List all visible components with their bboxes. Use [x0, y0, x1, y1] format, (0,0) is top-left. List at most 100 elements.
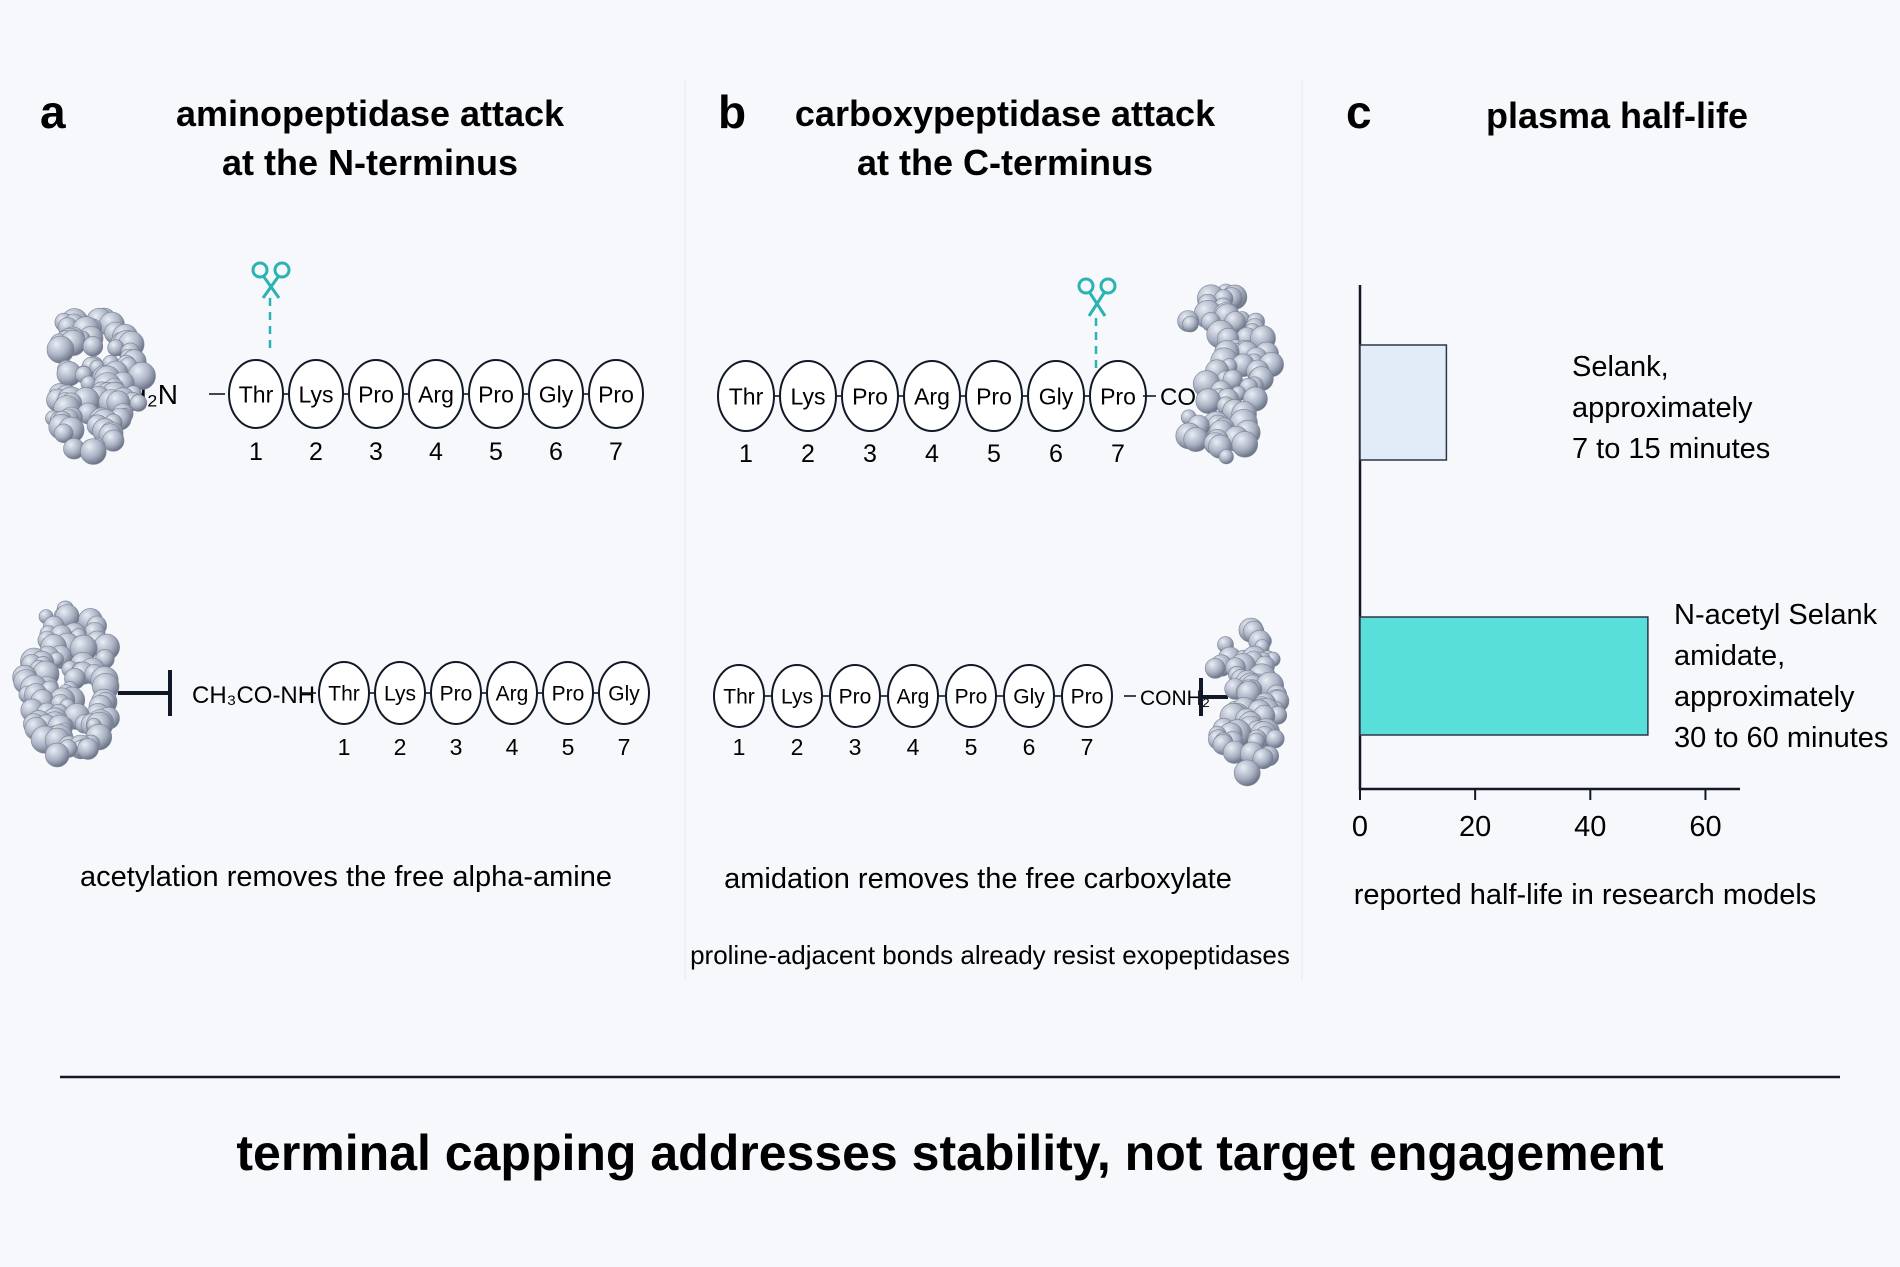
- residue-label: Gly: [539, 381, 574, 407]
- inhibition-bar-icon: [1199, 678, 1228, 716]
- bar: [1359, 344, 1448, 461]
- residue-label: Gly: [1039, 383, 1074, 409]
- residue-number: 7: [609, 438, 623, 466]
- panel-c-title: plasma half-life: [1486, 95, 1748, 136]
- residue-circle: [588, 359, 644, 429]
- residue-number: 3: [369, 438, 383, 466]
- x-tick-label: 20: [1459, 811, 1491, 843]
- acetyl-cap: CH₃CO-NH: [192, 682, 315, 709]
- panel-a-caption: acetylation removes the free alpha-amine: [80, 861, 612, 893]
- residue-label: Thr: [239, 381, 274, 407]
- residue-number: 5: [489, 438, 503, 466]
- bar-label: 7 to 15 minutes: [1572, 433, 1770, 465]
- bar-label: 30 to 60 minutes: [1674, 722, 1888, 754]
- residue-number: 4: [907, 734, 920, 760]
- panel-b-title-line2: at the C-terminus: [857, 142, 1153, 183]
- bar-label: N-acetyl Selank: [1674, 599, 1878, 631]
- residue-circle: [1061, 664, 1113, 728]
- residue-label: Pro: [1071, 686, 1104, 709]
- residue-circle: [598, 661, 650, 725]
- residue-number: 6: [1049, 440, 1063, 468]
- panel-b-title-line1: carboxypeptidase attack: [795, 93, 1216, 134]
- residue-label: Pro: [852, 383, 888, 409]
- residue-number: 4: [429, 438, 443, 466]
- enzyme-blob-icon: [45, 307, 156, 465]
- enzyme-blob-icon: [1204, 617, 1290, 787]
- enzyme-blob-icon: [12, 600, 120, 768]
- residue-label: Thr: [729, 383, 764, 409]
- conclusion: terminal capping addresses stability, no…: [236, 1125, 1664, 1181]
- scissors-icon: [251, 261, 291, 350]
- inhibition-bar-icon: [118, 670, 172, 716]
- enzyme-blob-icon: [1175, 283, 1284, 465]
- bar: [1359, 616, 1649, 736]
- panel-b-note: proline-adjacent bonds already resist ex…: [690, 940, 1290, 970]
- residue-number: 2: [801, 440, 815, 468]
- residue-label: Pro: [598, 381, 634, 407]
- residue-number: 1: [739, 440, 753, 468]
- residue-number: 5: [562, 734, 575, 760]
- residue-number: 3: [450, 734, 463, 760]
- x-tick-label: 40: [1574, 811, 1606, 843]
- residue-label: Pro: [955, 686, 988, 709]
- residue-number: 5: [987, 440, 1001, 468]
- residue-number: 6: [1023, 734, 1036, 760]
- residue-number: 1: [338, 734, 351, 760]
- panel-a-bottom-chain: CH₃CO-NH Thr 1 Lys 2 Pro 3 Arg 4 Pro 5 Gly 7: [118, 661, 650, 760]
- residue-label: Lys: [781, 686, 813, 709]
- panel-b-letter: b: [718, 86, 746, 138]
- residue-number: 2: [791, 734, 804, 760]
- residue-number: 3: [863, 440, 877, 468]
- residue-label: Lys: [384, 683, 416, 706]
- bars: [1359, 344, 1649, 736]
- residue-label: Arg: [914, 383, 950, 409]
- residue-label: Pro: [358, 381, 394, 407]
- residue-label: Pro: [976, 383, 1012, 409]
- residue-number: 1: [249, 438, 263, 466]
- scissors-icon: [1077, 277, 1117, 370]
- residue-chain: Thr 1 Lys 2 Pro 3 Arg 4 Pro 5 Gly 6 Pro 7: [228, 359, 644, 466]
- residue-number: 5: [965, 734, 978, 760]
- residue-label: Pro: [440, 683, 473, 706]
- amide-cap: CONH₂: [1140, 687, 1210, 710]
- bar-label: approximately: [1572, 392, 1753, 424]
- bar-label: approximately: [1674, 681, 1855, 713]
- residue-number: 4: [506, 734, 519, 760]
- residue-number: 4: [925, 440, 939, 468]
- x-tick-label: 0: [1352, 811, 1368, 843]
- residue-label: Lys: [791, 383, 826, 409]
- residue-number: 2: [394, 734, 407, 760]
- panel-a-title-line1: aminopeptidase attack: [176, 93, 565, 134]
- residue-label: Gly: [608, 683, 640, 706]
- panel-a-title-line2: at the N-terminus: [222, 142, 518, 183]
- residue-label: Pro: [478, 381, 514, 407]
- bar-label: amidate,: [1674, 640, 1785, 672]
- residue-label: Pro: [1100, 383, 1136, 409]
- residue-label: Arg: [897, 686, 930, 709]
- residue-label: Pro: [552, 683, 585, 706]
- residue-number: 6: [549, 438, 563, 466]
- residue-label: Arg: [496, 683, 529, 706]
- residue-label: Thr: [723, 686, 755, 709]
- residue-label: Arg: [418, 381, 454, 407]
- residue-chain: Thr 1 Lys 2 Pro 3 Arg 4 Pro 5 Gly 6 Pro 7: [717, 360, 1147, 468]
- panel-b-caption: amidation removes the free carboxylate: [724, 863, 1232, 895]
- residue-number: 2: [309, 438, 323, 466]
- residue-label: Thr: [328, 683, 360, 706]
- panel-c-letter: c: [1346, 86, 1372, 138]
- residue-number: 7: [1081, 734, 1094, 760]
- residue-number: 7: [618, 734, 631, 760]
- residue-label: Gly: [1013, 686, 1045, 709]
- residue-number: 7: [1111, 440, 1125, 468]
- residue-label: Lys: [299, 381, 334, 407]
- panel-a-letter: a: [40, 86, 66, 138]
